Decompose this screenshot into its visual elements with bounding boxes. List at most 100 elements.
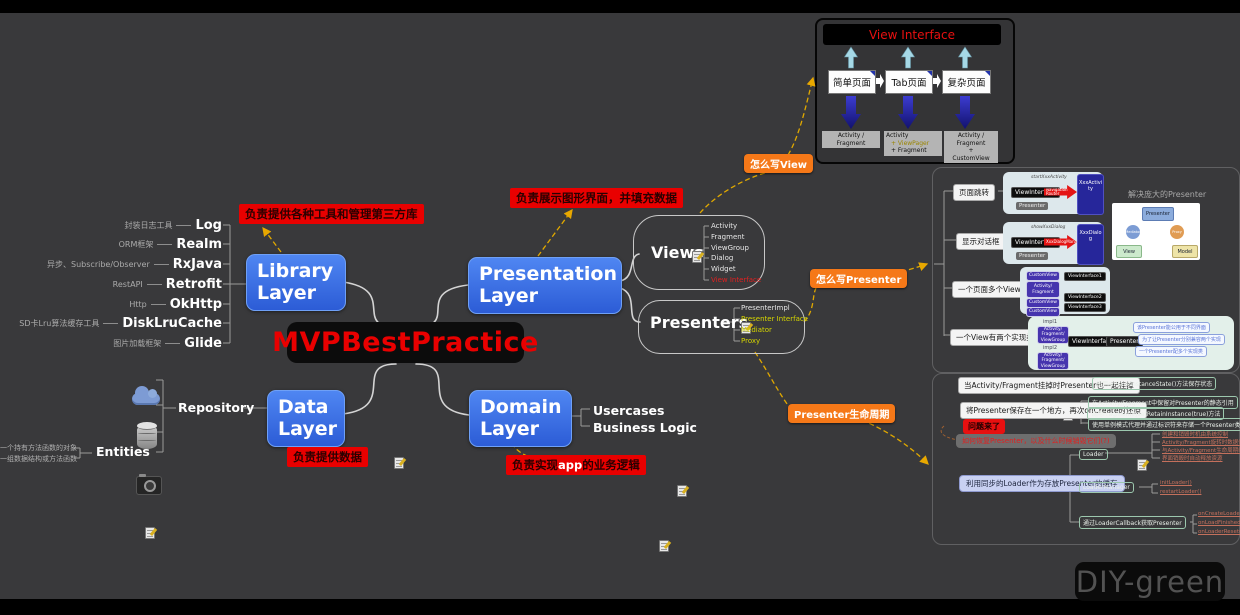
views-group-label[interactable]: Views <box>651 243 704 262</box>
problem-badge[interactable]: 问题来了 <box>963 419 1005 434</box>
library-item-retrofit[interactable]: RestAPI Retrofit <box>0 274 222 294</box>
node-data-layer[interactable]: Data Layer <box>267 390 345 447</box>
views-child-viewgroup[interactable]: ViewGroup <box>711 244 749 252</box>
loadercallback-chip[interactable]: 通过LoaderCallback获取Presenter <box>1079 516 1186 529</box>
activity-fragment-box: Activity/ Fragment <box>1026 281 1060 298</box>
loadermanager-link-1[interactable]: initLoader() <box>1160 480 1192 486</box>
static-ref-chip[interactable]: 在Activity/Fragment中保留对Presenter的静态引用 <box>1088 396 1238 409</box>
impl-line: Activity / Fragment <box>836 132 866 147</box>
impl-line: CustomView <box>952 154 990 162</box>
library-item-desc: Http <box>129 299 147 309</box>
domain-note-icon[interactable] <box>659 539 670 552</box>
presenters-group[interactable] <box>638 300 805 354</box>
connector-dash <box>103 322 119 324</box>
usercases-node[interactable]: Usercases <box>593 403 665 418</box>
loadermanager-chip[interactable]: LoaderManager <box>1079 482 1134 493</box>
two-impl-note-2[interactable]: 为了让Presenter分别兼容两个实现 <box>1138 334 1225 345</box>
library-item-rxjava[interactable]: 异步、Subscribe/Observer RxJava <box>0 254 222 274</box>
impl-line: + <box>968 147 974 154</box>
entities-note-icon[interactable] <box>145 526 155 539</box>
views-child-activity[interactable]: Activity <box>711 222 738 230</box>
node-domain-layer[interactable]: Domain Layer <box>469 390 572 447</box>
step-tab-page[interactable]: Tab页面 <box>885 70 933 94</box>
node-presentation-layer[interactable]: Presentation Layer <box>468 257 622 314</box>
library-item-desc: 封装日志工具 <box>124 220 173 230</box>
bottom-black-strip <box>0 599 1240 615</box>
data-note-icon[interactable] <box>394 456 405 469</box>
big-proxy-node: Proxy <box>1170 225 1184 239</box>
big-presenter-node: Presenter <box>1142 207 1174 221</box>
library-layer-line2: Layer <box>257 282 316 305</box>
callback-link-3[interactable]: onLoaderReset() <box>1198 529 1240 535</box>
presenter-chip: Presenter <box>1016 202 1049 210</box>
views-child-view-interface[interactable]: View Interface <box>711 276 762 284</box>
library-layer-line1: Library <box>257 260 334 282</box>
two-impl-note-1[interactable]: 该Presenter能公用于不同界面 <box>1133 322 1210 333</box>
library-item-glide[interactable]: 图片加载框架 Glide <box>0 333 222 353</box>
lifecycle-box-keep-presenter[interactable]: 将Presenter保存在一个地方，再次onCreate时还原 <box>960 402 1148 419</box>
views-note-icon[interactable] <box>692 250 702 263</box>
connector-dash <box>153 263 169 265</box>
callback-link-1[interactable]: onCreateLoader() <box>1198 511 1240 517</box>
callout-presenter-lifecycle[interactable]: Presenter生命周期 <box>788 404 896 423</box>
call-label-startactivity: startXxxActivity <box>1031 175 1067 180</box>
central-topic[interactable]: MVPBestPractice <box>272 322 538 363</box>
problem-note: 如何恢复Presenter，以及什么时候销毁它们(?) <box>956 434 1116 448</box>
entity-note-2: 一组数据结构或方法函数 <box>0 455 77 463</box>
node-library-layer[interactable]: Library Layer <box>246 254 346 311</box>
viewinterface1-chip: ViewInterface1 <box>1064 272 1106 281</box>
loader-chip[interactable]: Loader <box>1079 449 1108 460</box>
presentation-note-label[interactable]: 负责展示图形界面，并填充数据 <box>510 188 683 208</box>
data-note-label[interactable]: 负责提供数据 <box>287 447 368 467</box>
views-group[interactable] <box>633 215 765 290</box>
repository-node[interactable]: Repository <box>178 400 255 415</box>
domain-note-suffix: 的业务逻辑 <box>582 458 640 472</box>
presenters-child-presenter-interface[interactable]: Presenter Interface <box>741 315 809 323</box>
loader-cache-box[interactable]: 利用同步的Loader作为存放Presenter的缓存 <box>959 475 1125 492</box>
views-child-widget[interactable]: Widget <box>711 265 736 273</box>
library-item-realm[interactable]: ORM框架 Realm <box>0 234 222 254</box>
impl-line: Activity / Fragment <box>956 132 986 147</box>
library-item-label: Log <box>195 217 222 233</box>
loadermanager-link-2[interactable]: restartLoader() <box>1160 489 1202 495</box>
step-complex-page[interactable]: 复杂页面 <box>942 70 991 94</box>
save-instance-state-chip[interactable]: 使用onSaveInstanceState()方法保存状态 <box>1092 377 1217 390</box>
impl2-label: impl2 <box>1043 345 1058 351</box>
views-child-dialog[interactable]: Dialog <box>711 254 734 262</box>
library-item-log[interactable]: 封装日志工具 Log <box>0 215 222 235</box>
views-child-fragment[interactable]: Fragment <box>711 233 745 241</box>
usercases-note-icon[interactable] <box>677 484 688 497</box>
presenters-group-label[interactable]: Presenters <box>650 313 749 332</box>
domain-note-label[interactable]: 负责实现app的业务逻辑 <box>506 455 646 475</box>
callout-how-to-write-presenter[interactable]: 怎么写Presenter <box>810 269 908 288</box>
retain-instance-chip[interactable]: 调用Fragment的setRetainInstance(true)方法 <box>1087 407 1225 420</box>
loader-link-4[interactable]: 界面销毁时自动释放资源 <box>1162 456 1223 462</box>
presenters-child-mediator[interactable]: Mediator <box>741 326 772 334</box>
row-show-dialog[interactable]: 显示对话框 <box>956 233 1006 250</box>
callout-how-to-write-view[interactable]: 怎么写View <box>744 154 814 173</box>
presenters-child-proxy[interactable]: Proxy <box>741 337 761 345</box>
library-item-disklrucache[interactable]: SD卡Lru算法缓存工具 DiskLruCache <box>0 313 222 333</box>
loader-link-2[interactable]: Activity/Fragment旋转时数据保留 <box>1162 440 1240 446</box>
presenters-note-icon[interactable] <box>741 321 752 334</box>
two-impl-note-3[interactable]: 一个Presenter配多个实现类 <box>1135 346 1207 357</box>
business-logic-node[interactable]: Business Logic <box>593 420 697 435</box>
presenters-child-presenterimpl[interactable]: PresenterImpl <box>741 304 790 312</box>
loader-link-1[interactable]: 创建和销毁时机由系统控制 <box>1162 432 1229 438</box>
library-item-okhttp[interactable]: Http OkHttp <box>0 294 222 314</box>
step-simple-page[interactable]: 简单页面 <box>828 70 876 94</box>
row-page-navigation[interactable]: 页面跳转 <box>953 184 995 201</box>
entities-node[interactable]: Entities <box>96 444 150 459</box>
library-item-label: Glide <box>184 335 222 351</box>
row-multi-view[interactable]: 一个页面多个View <box>952 281 1027 298</box>
library-item-desc: SD卡Lru算法缓存工具 <box>19 318 100 328</box>
viewinterface3-chip: ViewInterface3 <box>1064 303 1106 312</box>
entity-note-1: 一个持有方法函数的对象 <box>0 444 77 452</box>
singleton-proxy-chip[interactable]: 使用单例模式代理并通过标识符来存储一个Presenter类的不同实例 <box>1088 418 1240 431</box>
library-note-label[interactable]: 负责提供各种工具和管理第三方库 <box>239 204 424 224</box>
data-layer-line1: Data <box>278 396 329 418</box>
callback-link-2[interactable]: onLoadFinished() <box>1198 520 1240 526</box>
loader-link-3[interactable]: 与Activity/Fragment生命周期绑定 <box>1162 448 1240 454</box>
row-two-impl[interactable]: 一个View有两个实现类 <box>950 329 1040 346</box>
box1-note-icon[interactable] <box>1137 458 1148 471</box>
